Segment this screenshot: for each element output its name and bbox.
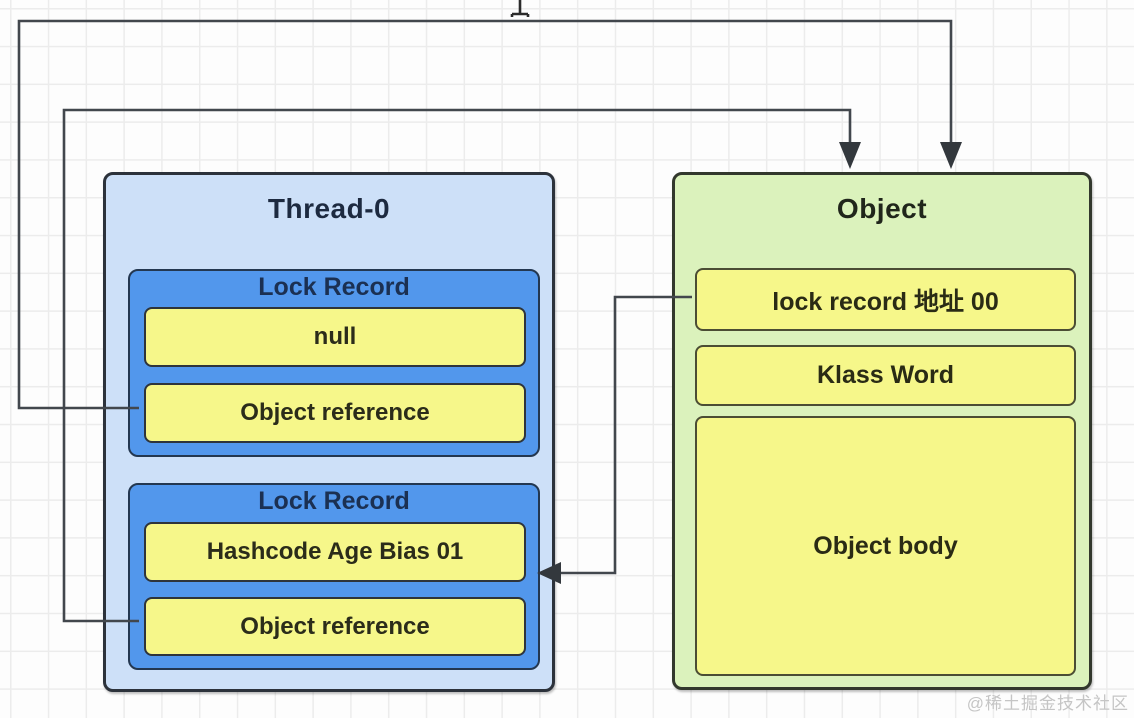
lock-record-2-title: Lock Record [258, 487, 410, 515]
watermark-text: @稀土掘金技术社区 [966, 694, 1129, 713]
lock-record-1-slot-null: null [144, 307, 526, 367]
lock-record-2-slot-object-reference: Object reference [144, 597, 526, 656]
arrowhead-down-left [839, 142, 861, 169]
lock-record-2-slot-markword: Hashcode Age Bias 01 [144, 522, 526, 582]
object-markword-cell: lock record 地址 00 [695, 268, 1076, 331]
thread-panel-title: Thread-0 [267, 193, 391, 224]
lock-record-1: Lock Record null Object reference [128, 269, 540, 457]
object-body-cell: Object body [695, 416, 1076, 676]
lock-record-1-slot-object-reference: Object reference [144, 383, 526, 443]
thread-panel: Thread-0 Lock Record null Object referen… [103, 172, 555, 692]
object-klassword-cell: Klass Word [695, 345, 1076, 406]
lock-record-2: Lock Record Hashcode Age Bias 01 Object … [128, 483, 540, 670]
text-cursor-icon [510, 0, 530, 17]
object-panel-title: Object [836, 193, 928, 224]
object-panel: Object lock record 地址 00 Klass Word Obje… [672, 172, 1092, 690]
arrowhead-down-right [940, 142, 962, 169]
lock-record-1-title: Lock Record [258, 273, 410, 301]
